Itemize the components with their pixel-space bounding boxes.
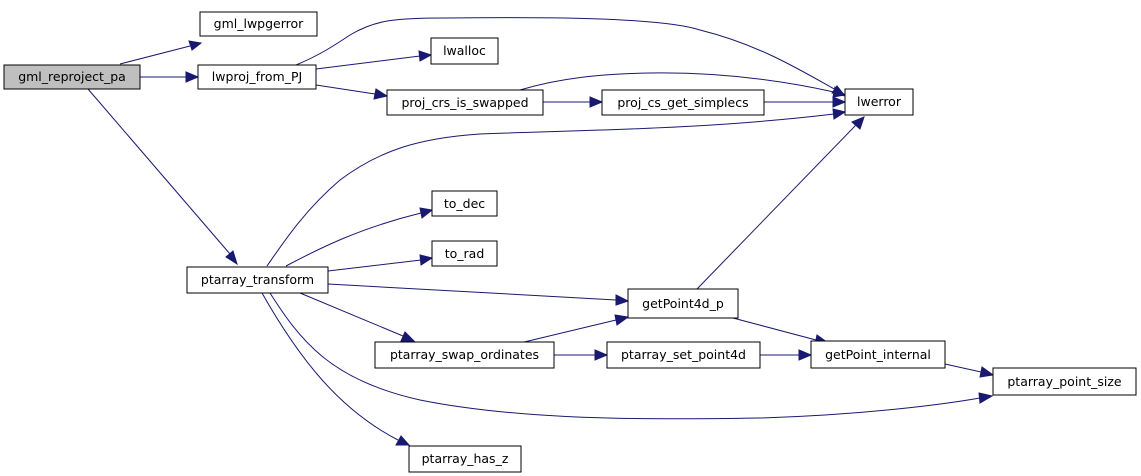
call-graph-nodes: gml_reproject_pa gml_lwpgerror lwproj_fr… <box>3 11 1137 473</box>
edge-gml_reproject_pa-to-lwproj_from_PJ <box>140 71 200 83</box>
edge-lwproj_from_PJ-to-lwalloc <box>315 50 433 70</box>
node-ptarray_swap_ordinates[interactable]: ptarray_swap_ordinates <box>374 341 555 369</box>
node-lwerror[interactable]: lwerror <box>844 88 914 116</box>
edge-gml_reproject_pa-to-gml_lwpgerror <box>119 40 203 65</box>
node-proj_cs_get_simplecs[interactable]: proj_cs_get_simplecs <box>601 89 765 116</box>
edge-ptarray_transform-to-to_dec <box>285 207 434 267</box>
node-lwalloc[interactable]: lwalloc <box>430 37 499 65</box>
node-label: proj_cs_get_simplecs <box>617 95 748 110</box>
node-to_dec[interactable]: to_dec <box>431 190 498 217</box>
node-label: proj_crs_is_swapped <box>401 95 528 110</box>
node-label: lwalloc <box>443 43 486 58</box>
node-label: ptarray_set_point4d <box>621 347 746 362</box>
edge-proj_cs_get_simplecs-to-lwerror <box>764 96 847 108</box>
edge-ptarray_transform-to-ptarray_has_z <box>261 292 411 446</box>
edge-ptarray_set_point4d-to-getPoint_internal <box>760 349 813 361</box>
node-label: lwproj_from_PJ <box>212 69 302 84</box>
node-proj_crs_is_swapped[interactable]: proj_crs_is_swapped <box>386 89 544 116</box>
node-label: gml_reproject_pa <box>18 69 126 84</box>
node-label: gml_lwpgerror <box>214 16 305 31</box>
call-graph-edges <box>87 17 995 446</box>
node-label: to_rad <box>445 246 485 261</box>
node-to_rad[interactable]: to_rad <box>431 240 498 267</box>
edge-lwproj_from_PJ-to-lwerror <box>295 17 847 97</box>
edge-ptarray_transform-to-getPoint4d_p <box>327 283 630 306</box>
node-label: ptarray_has_z <box>422 451 509 466</box>
node-ptarray_set_point4d[interactable]: ptarray_set_point4d <box>606 341 761 369</box>
node-label: lwerror <box>857 94 902 109</box>
edge-ptarray_swap_ordinates-to-ptarray_set_point4d <box>554 349 609 361</box>
edge-proj_crs_is_swapped-to-proj_cs_get_simplecs <box>543 96 604 108</box>
node-label: getPoint4d_p <box>642 296 724 311</box>
edge-ptarray_transform-to-ptarray_point_size <box>269 292 994 420</box>
node-label: getPoint_internal <box>825 347 931 362</box>
edge-ptarray_transform-to-lwerror <box>266 108 847 267</box>
edge-ptarray_transform-to-to_rad <box>327 254 434 272</box>
edge-getPoint_internal-to-ptarray_point_size <box>944 363 995 378</box>
node-label: to_dec <box>444 196 485 211</box>
node-getPoint4d_p[interactable]: getPoint4d_p <box>627 288 739 319</box>
node-getPoint_internal[interactable]: getPoint_internal <box>810 340 946 369</box>
node-lwproj_from_PJ[interactable]: lwproj_from_PJ <box>197 64 317 90</box>
node-ptarray_point_size[interactable]: ptarray_point_size <box>992 367 1137 396</box>
edge-getPoint4d_p-to-lwerror <box>696 116 865 290</box>
edge-gml_reproject_pa-to-ptarray_transform <box>87 88 238 266</box>
edge-lwproj_from_PJ-to-proj_crs_is_swapped <box>315 84 389 100</box>
node-gml_reproject_pa[interactable]: gml_reproject_pa <box>3 64 141 90</box>
node-ptarray_has_z[interactable]: ptarray_has_z <box>408 445 522 473</box>
edge-ptarray_swap_ordinates-to-getPoint4d_p <box>519 314 630 344</box>
node-label: ptarray_point_size <box>1007 374 1122 389</box>
node-label: ptarray_transform <box>201 272 314 287</box>
node-label: ptarray_swap_ordinates <box>390 347 539 362</box>
node-gml_lwpgerror[interactable]: gml_lwpgerror <box>199 11 318 37</box>
node-ptarray_transform[interactable]: ptarray_transform <box>186 266 329 294</box>
edge-ptarray_transform-to-ptarray_swap_ordinates <box>299 292 416 342</box>
edge-proj_crs_is_swapped-to-lwerror <box>519 72 847 98</box>
